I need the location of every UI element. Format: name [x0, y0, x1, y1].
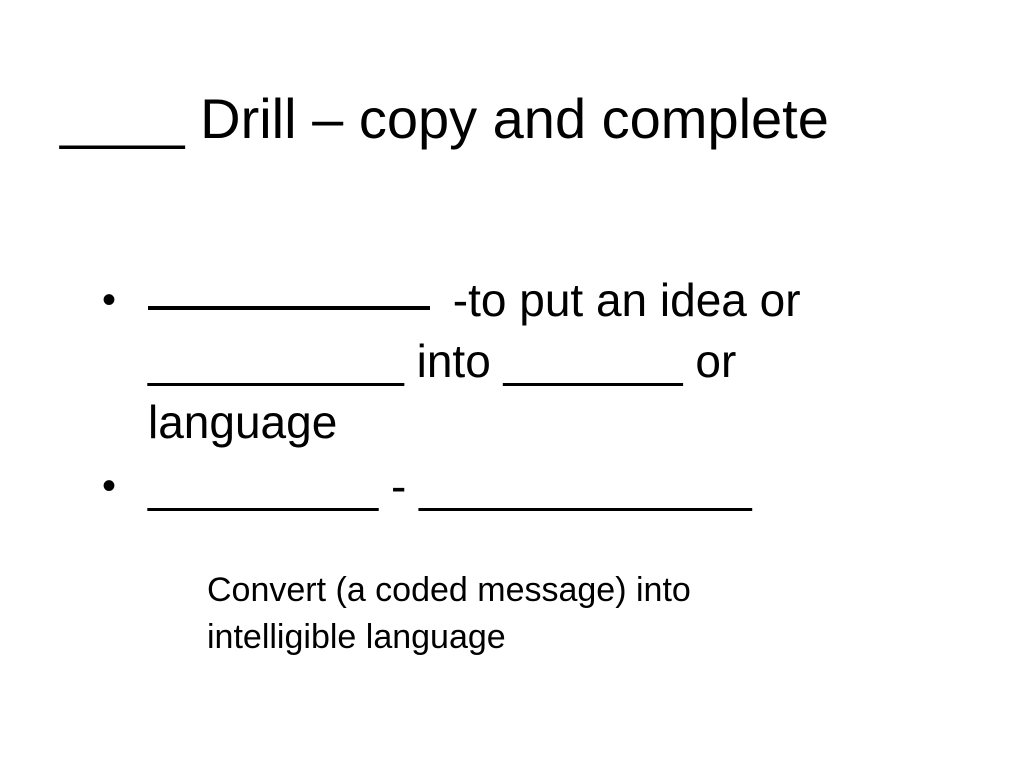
fill-in-blank — [148, 306, 430, 310]
bullet-item-decode: • _________ - _____________ — [100, 456, 980, 517]
bullet-dot-icon: • — [102, 464, 117, 508]
bullet-line: -to put an idea or — [148, 270, 980, 331]
definition-line: intelligible language — [207, 618, 506, 656]
bullet-line: __________ into _______ or — [148, 335, 737, 387]
bullet-list: • -to put an idea or __________ into ___… — [100, 270, 980, 517]
definition-text: Convert (a coded message) into intelligi… — [207, 567, 907, 661]
bullet-item-encode: • -to put an idea or __________ into ___… — [100, 270, 980, 453]
definition-line: Convert (a coded message) into — [207, 571, 691, 609]
bullet-dot-icon: • — [102, 278, 117, 322]
bullet-line: _________ - _____________ — [148, 460, 752, 512]
bullet-text: -to put an idea or — [440, 274, 801, 326]
bullet-line: language — [148, 396, 338, 448]
slide-title: ____ Drill – copy and complete — [60, 87, 829, 150]
